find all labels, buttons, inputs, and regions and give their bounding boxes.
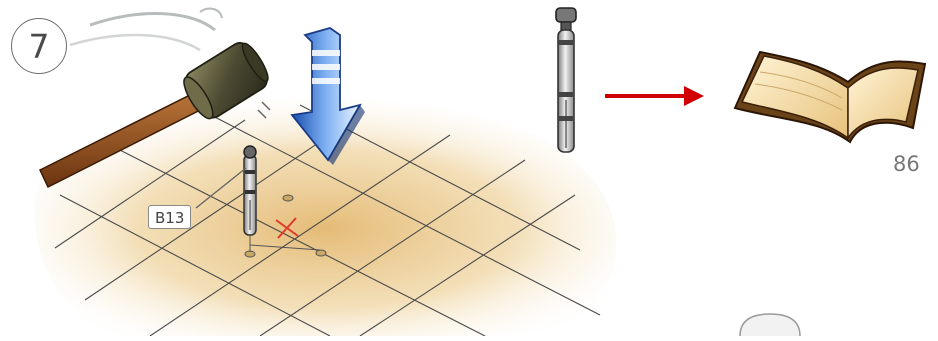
open-book-icon <box>735 52 925 142</box>
anchor-bolt-icon <box>556 8 576 152</box>
step-number-badge: 7 <box>11 18 67 74</box>
page-reference: 86 <box>893 152 920 176</box>
part-label-tag: B13 <box>148 205 191 229</box>
right-arrow-icon <box>605 86 704 106</box>
next-step-marker <box>740 314 800 336</box>
anchor-bolt-small <box>244 146 256 235</box>
